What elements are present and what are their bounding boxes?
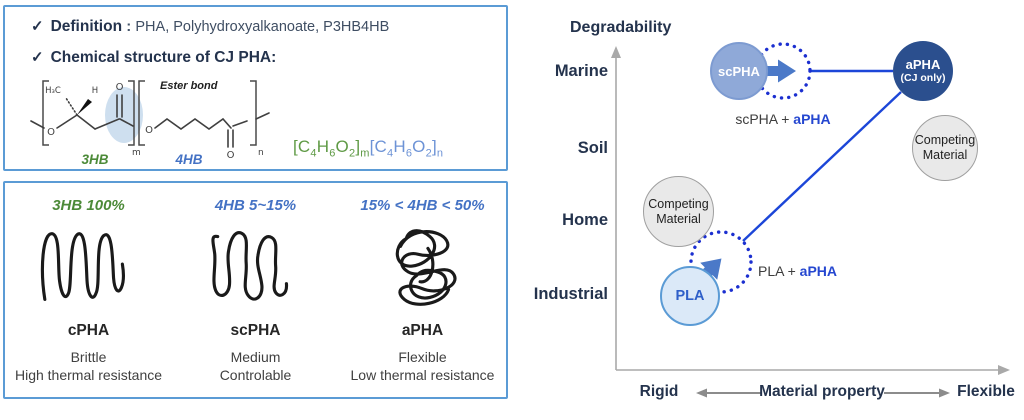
scpha-mix-dotted-circle — [754, 42, 812, 100]
cpha-column: 3HB 100% cPHA Brittle High thermal resis… — [5, 183, 172, 397]
scpha-mix-annotation: scPHA + aPHA — [735, 111, 831, 127]
scpha-description: Medium Controlable — [219, 349, 292, 383]
carbonyl-oxygen-2: O — [227, 150, 235, 161]
ether-oxygen-2: O — [145, 125, 153, 136]
scpha-name: scPHA — [230, 322, 281, 339]
unit-3hb-label: 3HB — [81, 152, 108, 167]
bond-lines — [30, 94, 270, 148]
definition-text: PHA, Polyhydroxyalkanoate, P3HB4HB — [135, 19, 390, 35]
definition-label: Definition — [50, 18, 123, 35]
solid-wedge-bond — [77, 99, 92, 115]
flexible-direction-arrow-icon — [884, 388, 950, 398]
ytick-home: Home — [562, 211, 608, 229]
ytick-soil: Soil — [577, 139, 608, 157]
apha-composition: 15% < 4HB < 50% — [360, 197, 485, 214]
cpha-name: cPHA — [67, 322, 110, 339]
hashed-wedge-bond — [65, 97, 78, 116]
pla-node: PLA — [660, 266, 720, 326]
positioning-chart: Degradability Marine Soil Home Industria… — [512, 0, 1024, 420]
pla-mix-annotation: PLA + aPHA — [758, 263, 838, 279]
h3c-atom-label: H₃C — [45, 86, 61, 96]
y-axis-title: Degradability — [570, 19, 672, 36]
definition-panel: ✓ Definition : PHA, Polyhydroxyalkanoate,… — [3, 5, 508, 171]
x-axis-title: Material property — [759, 383, 885, 400]
apha-node: aPHA (CJ only) — [893, 41, 953, 101]
chemical-structure-label: Chemical structure of CJ PHA: — [50, 49, 277, 66]
scpha-column: 4HB 5~15% scPHA Medium Controlable — [172, 183, 339, 397]
unit-4hb-label: 4HB — [174, 152, 202, 167]
competing-material-node-mid: Competing Material — [643, 176, 714, 247]
scpha-loops-sketch — [210, 231, 288, 301]
scpha-shift-arrow-icon — [760, 59, 796, 83]
check-icon: ✓ — [31, 49, 44, 66]
chemical-structure-drawing: H₃C H O O O O m n Ester bond 3HB 4HB — [30, 80, 270, 167]
y-axis — [611, 46, 621, 370]
ester-bond-label: Ester bond — [160, 80, 218, 92]
apha-description: Flexible Low thermal resistance — [350, 349, 495, 383]
chemical-structure-bullet: ✓ Chemical structure of CJ PHA: — [31, 48, 276, 67]
rigid-direction-arrow-icon — [696, 388, 762, 398]
definition-bullet: ✓ Definition : PHA, Polyhydroxyalkanoate,… — [31, 17, 389, 36]
subscript-m: m — [132, 148, 141, 158]
formula-3hb-part: [C4H6O2]m — [293, 137, 370, 160]
competing-material-node-top: Competing Material — [912, 115, 978, 181]
definition-separator: : — [122, 18, 136, 35]
x-axis-left-label: Rigid — [639, 383, 679, 400]
ester-bond-highlight — [105, 87, 143, 143]
apha-name: aPHA — [401, 322, 444, 339]
check-icon: ✓ — [31, 18, 44, 35]
cpha-coil-sketch — [40, 232, 125, 301]
connection-lines — [742, 69, 902, 242]
x-axis-right-label: Flexible — [957, 383, 1015, 400]
scpha-composition: 4HB 5~15% — [214, 197, 297, 214]
cpha-description: Brittle High thermal resistance — [14, 349, 163, 383]
ether-oxygen-1: O — [47, 127, 55, 138]
apha-column: 15% < 4HB < 50% aPHA Flexible Low therma… — [339, 183, 506, 397]
polymer-brackets — [42, 80, 257, 146]
ytick-marine: Marine — [554, 62, 608, 80]
apha-tangle-sketch — [395, 229, 457, 306]
pha-types-panel: 3HB 100% cPHA Brittle High thermal resis… — [3, 181, 508, 399]
molecular-formula: [C4H6O2]m[C4H6O2]n — [293, 137, 443, 159]
formula-4hb-part: [C4H6O2]n — [369, 137, 444, 160]
scpha-node: scPHA — [710, 42, 768, 100]
cpha-composition: 3HB 100% — [52, 197, 125, 214]
ytick-industrial: Industrial — [533, 285, 608, 303]
carbonyl-oxygen-1: O — [116, 82, 124, 93]
pla-mix-dotted-circle — [689, 230, 753, 294]
subscript-n: n — [258, 148, 264, 158]
h-atom-label: H — [92, 86, 98, 96]
x-axis — [616, 365, 1010, 375]
